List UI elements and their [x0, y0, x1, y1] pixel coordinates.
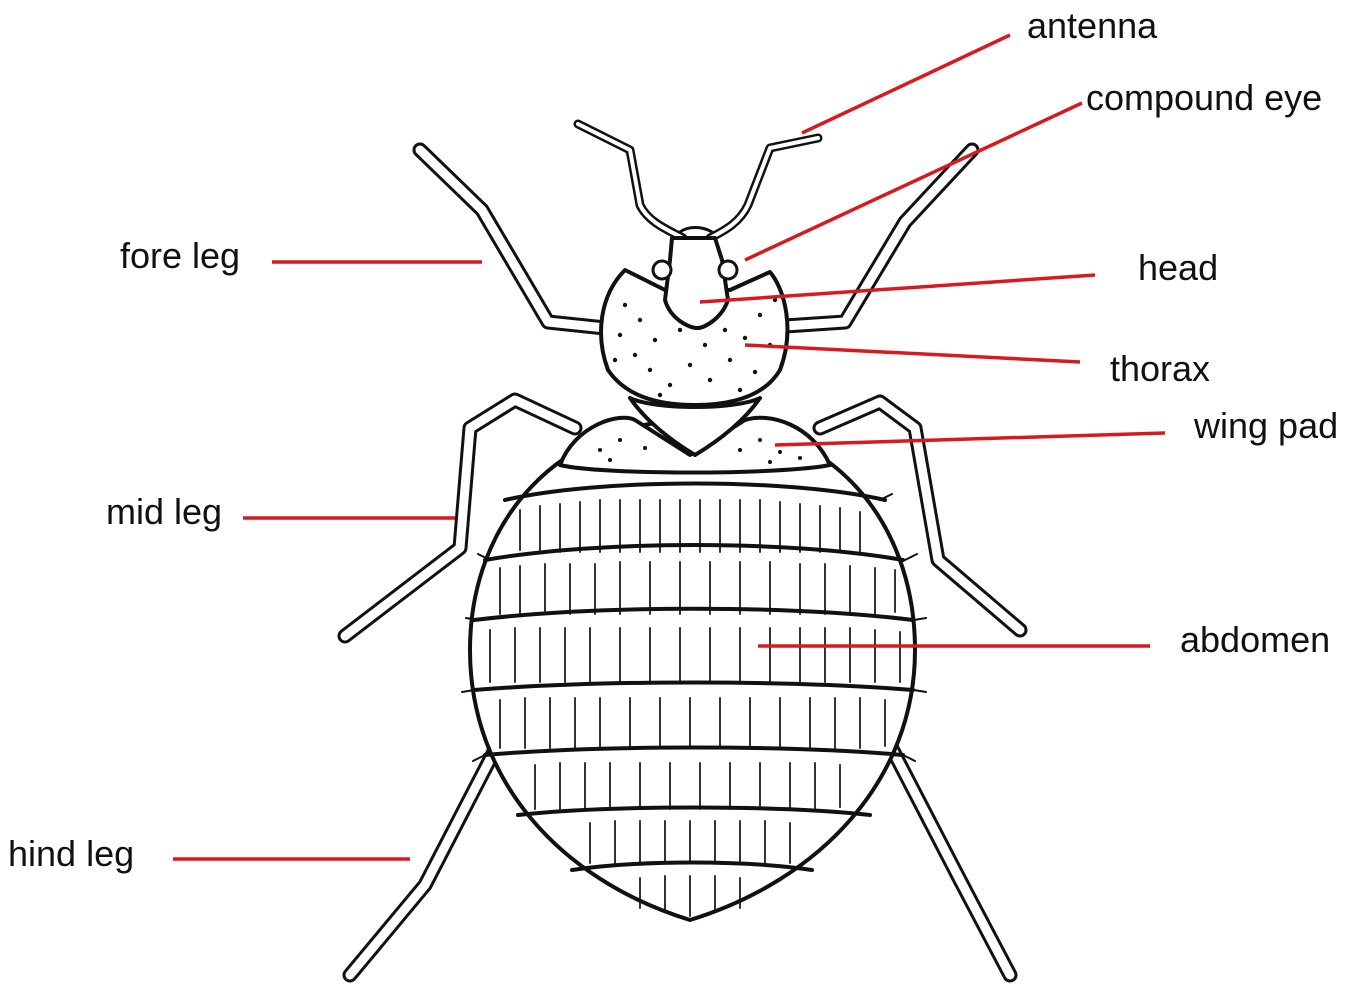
label-compound-eye: compound eye — [1086, 77, 1322, 118]
label-mid-leg: mid leg — [106, 491, 222, 532]
bed-bug-illustration — [345, 124, 1020, 975]
label-abdomen: abdomen — [1180, 619, 1330, 660]
label-hind-leg: hind leg — [8, 833, 134, 874]
label-fore-leg: fore leg — [120, 235, 240, 276]
leader-compound-eye — [745, 103, 1082, 260]
label-head: head — [1138, 247, 1218, 288]
leader-thorax — [745, 345, 1080, 362]
abdomen-body — [462, 420, 926, 920]
leader-wing-pad — [775, 433, 1165, 445]
leader-antenna — [802, 35, 1010, 133]
antennae — [578, 124, 818, 238]
label-wing-pad: wing pad — [1193, 405, 1338, 446]
label-antenna: antenna — [1027, 5, 1158, 46]
label-thorax: thorax — [1110, 348, 1210, 389]
